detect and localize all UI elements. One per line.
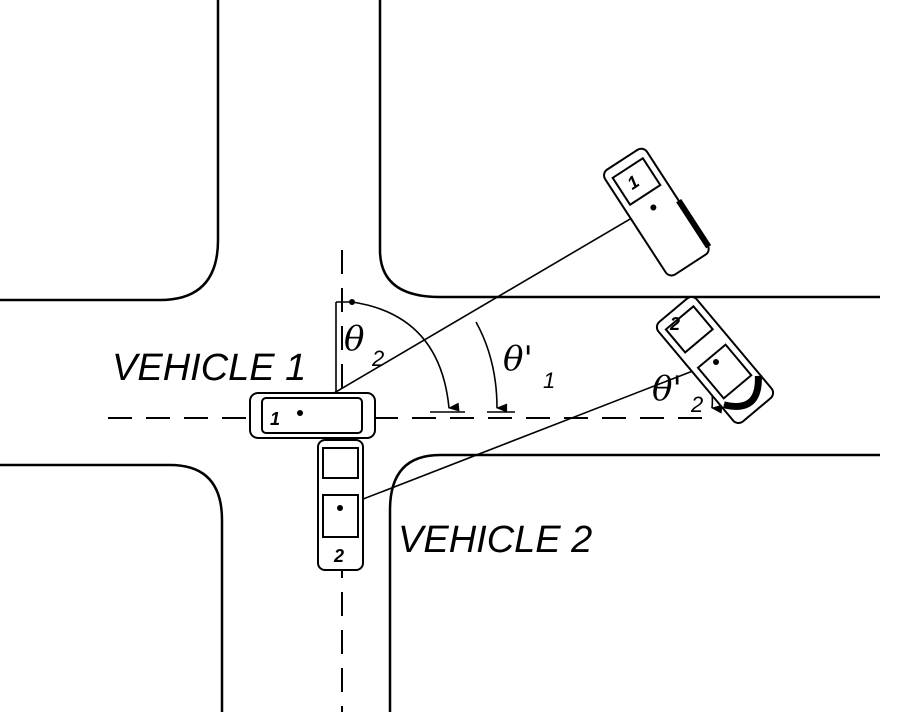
road-edge-top-right <box>378 0 880 299</box>
vehicle1-trajectory <box>299 204 655 414</box>
vehicle2-impact-number: 2 <box>333 546 344 566</box>
vehicle2-label: VEHICLE 2 <box>398 519 592 561</box>
theta1-arc <box>475 321 508 413</box>
theta2-prime-subscript: 2 <box>690 392 703 417</box>
road-edge-bottom-right <box>388 453 880 712</box>
theta2-prime-label: θ' <box>652 369 682 409</box>
theta2-subscript: 2 <box>371 346 384 371</box>
vehicle2-final-center <box>713 359 719 365</box>
vehicle1-impact-number: 1 <box>270 409 280 429</box>
road-edge-top-left <box>0 0 220 302</box>
vehicle1-final <box>603 147 712 277</box>
theta1-prime-label: θ' <box>503 339 533 379</box>
vehicle2-final-number: 2 <box>669 314 680 334</box>
vehicle2-impact: 2 <box>317 439 364 571</box>
vehicle1-impact: 1 <box>249 392 376 439</box>
theta1-prime-subscript: 1 <box>543 368 555 393</box>
theta2-label: θ <box>344 319 364 359</box>
theta2-arc <box>351 301 460 412</box>
vehicle2-trajectory <box>339 361 717 509</box>
theta2-ref-dot <box>349 299 355 305</box>
road-edge-bottom-left <box>0 463 224 712</box>
vehicle1-label: VEHICLE 1 <box>112 347 306 389</box>
